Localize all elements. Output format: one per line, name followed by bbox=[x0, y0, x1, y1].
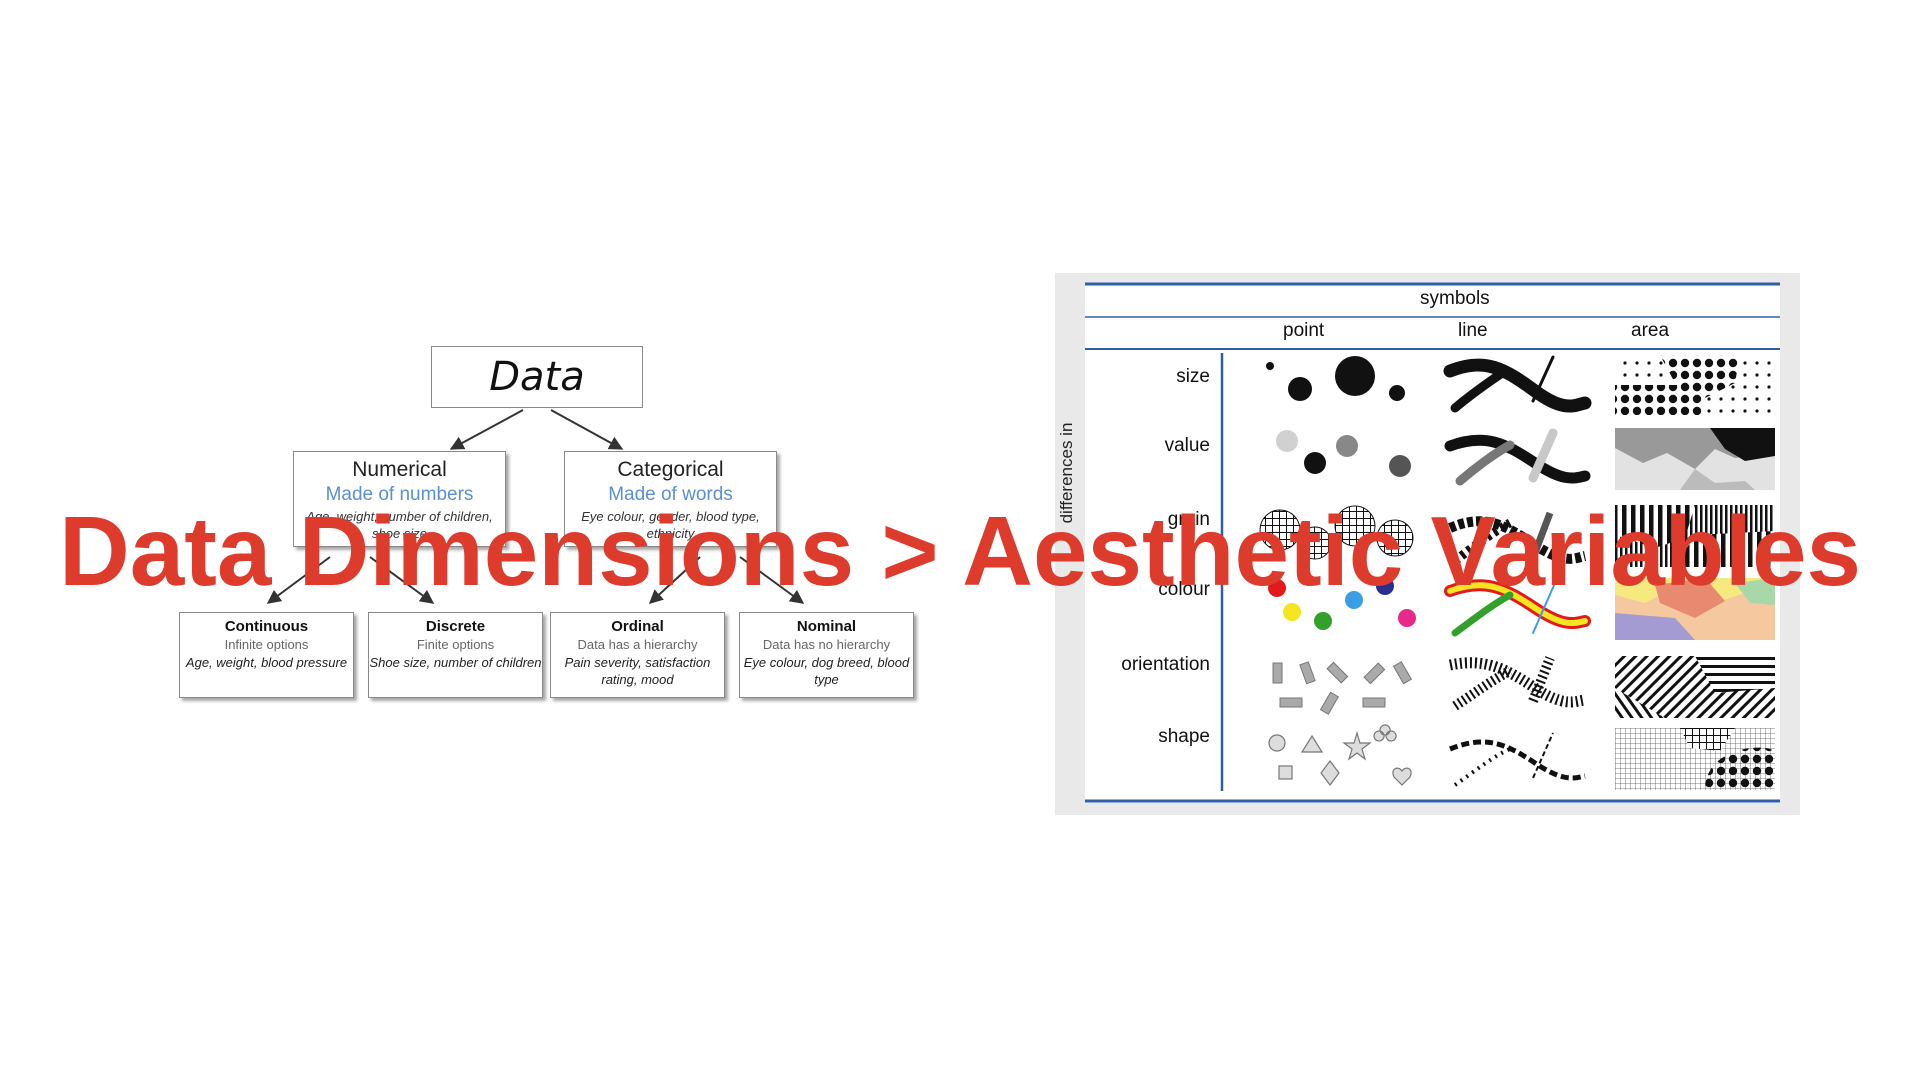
cell-value-area bbox=[1615, 428, 1775, 490]
node-ordinal-examples: Pain severity, satisfaction rating, mood bbox=[564, 655, 711, 687]
cell-orientation-point bbox=[1272, 661, 1413, 715]
row-label-shape: shape bbox=[1158, 726, 1210, 747]
cell-value-point bbox=[1276, 430, 1411, 477]
cell-shape-point bbox=[1268, 724, 1412, 786]
arrow-categorical-nominal bbox=[739, 556, 805, 604]
node-continuous-title: Continuous bbox=[224, 618, 309, 635]
node-discrete-examples: Shoe size, number of children bbox=[369, 655, 542, 670]
node-continuous: Continuous Infinite options Age, weight,… bbox=[179, 612, 354, 698]
col-header-point: point bbox=[1283, 320, 1325, 341]
node-ordinal-desc: Data has a hierarchy bbox=[577, 637, 698, 652]
node-nominal-title: Nominal bbox=[796, 618, 857, 635]
arrow-data-categorical bbox=[550, 409, 624, 450]
node-ordinal: Ordinal Data has a hierarchy Pain severi… bbox=[550, 612, 725, 698]
header-symbols: symbols bbox=[1420, 288, 1490, 309]
row-label-size: size bbox=[1176, 366, 1210, 387]
node-numerical-examples: Age, weight, number of children, shoe si… bbox=[306, 509, 493, 541]
cell-grain-line bbox=[1448, 511, 1587, 565]
cell-colour-line bbox=[1444, 579, 1591, 637]
node-data: Data bbox=[431, 346, 643, 408]
node-data-label: Data bbox=[489, 354, 585, 400]
row-label-colour: colour bbox=[1158, 579, 1210, 600]
row-label-orientation: orientation bbox=[1121, 654, 1210, 675]
cell-shape-line bbox=[1449, 732, 1586, 787]
cell-shape-area bbox=[1615, 728, 1775, 790]
arrow-categorical-ordinal bbox=[648, 556, 701, 604]
node-ordinal-title: Ordinal bbox=[611, 618, 664, 635]
node-categorical-title: Categorical bbox=[617, 458, 724, 481]
cell-grain-area bbox=[1615, 505, 1775, 567]
arrow-numerical-continuous bbox=[266, 556, 331, 604]
cell-grain-point bbox=[1259, 505, 1414, 560]
row-label-grain: grain bbox=[1167, 509, 1210, 530]
visual-variables-panel: symbols point line area differences in s… bbox=[1055, 273, 1800, 815]
cell-size-line bbox=[1443, 355, 1592, 413]
node-discrete: Discrete Finite options Shoe size, numbe… bbox=[368, 612, 543, 698]
node-categorical: Categorical Made of words Eye colour, ge… bbox=[564, 451, 777, 547]
node-categorical-examples: Eye colour, gender, blood type, ethnicit… bbox=[581, 509, 760, 541]
node-numerical-title: Numerical bbox=[352, 458, 447, 481]
slide-headline: Data Dimensions > Aesthetic Variables bbox=[59, 496, 1861, 606]
col-header-area: area bbox=[1631, 320, 1670, 341]
cell-colour-area bbox=[1615, 578, 1775, 640]
node-discrete-title: Discrete bbox=[425, 618, 486, 635]
cell-orientation-area bbox=[1615, 656, 1775, 718]
node-numerical: Numerical Made of numbers Age, weight, n… bbox=[293, 451, 506, 547]
arrow-numerical-discrete bbox=[369, 556, 435, 604]
cell-colour-point bbox=[1268, 577, 1416, 630]
row-label-value: value bbox=[1164, 435, 1210, 456]
col-header-line: line bbox=[1458, 320, 1488, 341]
node-continuous-examples: Age, weight, blood pressure bbox=[185, 655, 348, 670]
node-discrete-desc: Finite options bbox=[416, 637, 495, 652]
node-continuous-desc: Infinite options bbox=[224, 637, 309, 652]
cell-value-line bbox=[1444, 428, 1591, 486]
cell-size-point bbox=[1266, 356, 1405, 401]
node-nominal-examples: Eye colour, dog breed, blood type bbox=[743, 655, 910, 687]
node-nominal-desc: Data has no hierarchy bbox=[762, 637, 891, 652]
cell-size-area bbox=[1615, 355, 1775, 415]
node-numerical-subtitle: Made of numbers bbox=[325, 484, 474, 505]
node-categorical-subtitle: Made of words bbox=[608, 484, 733, 505]
node-nominal: Nominal Data has no hierarchy Eye colour… bbox=[739, 612, 914, 698]
arrow-data-numerical bbox=[449, 409, 524, 450]
visual-variables-graphic bbox=[1085, 282, 1780, 803]
cell-orientation-line bbox=[1448, 656, 1586, 711]
